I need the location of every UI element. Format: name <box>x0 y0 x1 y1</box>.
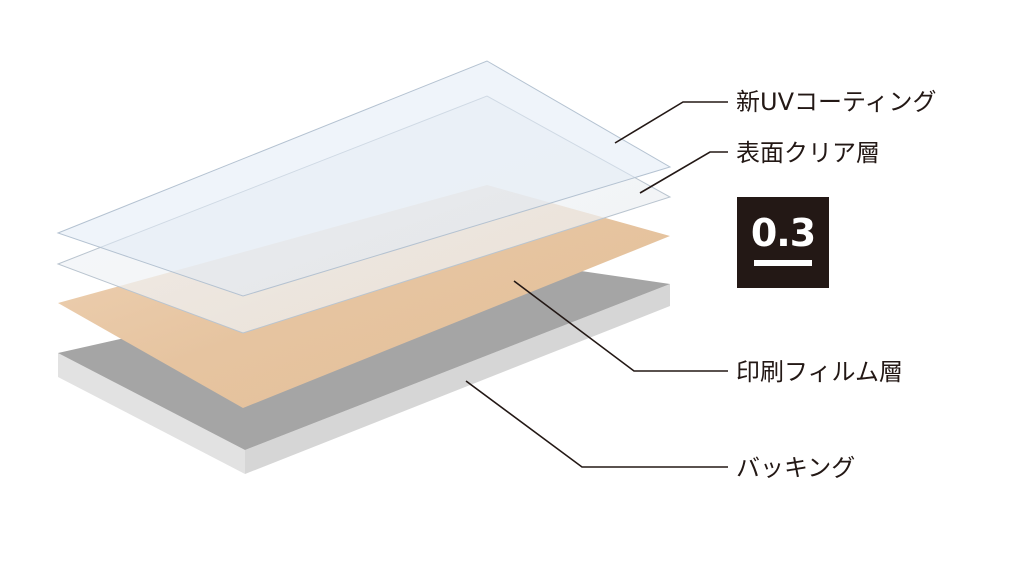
backing-label: バッキング <box>736 454 856 482</box>
uv-leader-line <box>614 101 728 144</box>
backing-side-front <box>58 353 245 474</box>
backing-leader-line <box>465 380 728 468</box>
clear-layer-label: 表面クリア層 <box>736 139 880 167</box>
thickness-underline <box>754 260 812 266</box>
uv-coating-label: 新UVコーティング <box>736 88 937 116</box>
uv-coating-layer <box>56 60 672 297</box>
thickness-value: 0.3 <box>750 211 816 255</box>
backing-side-right <box>245 284 670 474</box>
clear-leader-line <box>639 151 728 194</box>
print-film-label: 印刷フィルム層 <box>736 358 904 386</box>
thickness-badge: 0.3 <box>737 197 829 288</box>
film-leader-line <box>513 280 728 372</box>
